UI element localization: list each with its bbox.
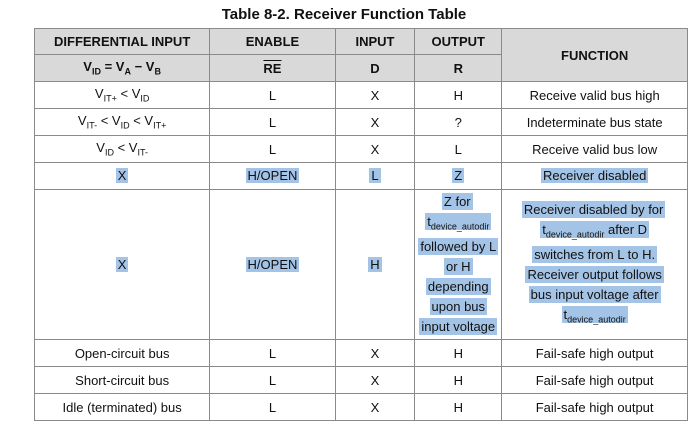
table-row: Idle (terminated) bus L X H Fail-safe hi…: [33, 393, 688, 421]
receiver-function-table: DIFFERENTIAL INPUT ENABLE INPUT OUTPUT F…: [33, 28, 688, 421]
output-cell: ?: [414, 108, 503, 136]
header-r: R: [414, 54, 503, 82]
enable-cell: L: [209, 366, 336, 394]
output-cell: H: [414, 339, 503, 367]
enable-cell: H/OPEN: [209, 189, 336, 340]
enable-cell: L: [209, 108, 336, 136]
diff-cell: X: [33, 162, 211, 190]
function-cell: Receiver disabled: [501, 162, 688, 190]
function-cell: Receive valid bus high: [501, 81, 688, 109]
diff-cell: Open-circuit bus: [33, 339, 211, 367]
diff-cell: VID < VIT-: [33, 135, 211, 163]
table-row: X H/OPEN L Z Receiver disabled: [33, 162, 688, 190]
diff-cell: X: [33, 189, 211, 340]
diff-cell: Idle (terminated) bus: [33, 393, 211, 421]
enable-cell: L: [209, 393, 336, 421]
input-cell: X: [334, 366, 416, 394]
enable-cell: L: [209, 81, 336, 109]
table-row: Short-circuit bus L X H Fail-safe high o…: [33, 366, 688, 394]
enable-cell: L: [209, 339, 336, 367]
header-input: INPUT: [334, 28, 416, 55]
output-cell: H: [414, 366, 503, 394]
header-d: D: [334, 54, 416, 82]
table-row: X H/OPEN H Z for tdevice_autodir followe…: [33, 189, 688, 340]
function-cell: Receive valid bus low: [501, 135, 688, 163]
diff-cell: Short-circuit bus: [33, 366, 211, 394]
input-cell: X: [334, 108, 416, 136]
input-cell: X: [334, 393, 416, 421]
header-output: OUTPUT: [414, 28, 503, 55]
output-cell: Z for tdevice_autodir followed by L or H…: [414, 189, 503, 340]
header-enable: ENABLE: [209, 28, 336, 55]
output-cell: Z: [414, 162, 503, 190]
function-cell: Receiver disabled by for tdevice_autodir…: [501, 189, 688, 340]
input-cell: X: [334, 81, 416, 109]
function-cell: Fail-safe high output: [501, 366, 688, 394]
output-cell: H: [414, 81, 503, 109]
enable-cell: H/OPEN: [209, 162, 336, 190]
input-cell: X: [334, 135, 416, 163]
header-function: FUNCTION: [501, 28, 688, 82]
input-cell: L: [334, 162, 416, 190]
diff-cell: VIT+ < VID: [33, 81, 211, 109]
header-differential-input: DIFFERENTIAL INPUT: [33, 28, 211, 55]
table-row: VID < VIT- L X L Receive valid bus low: [33, 135, 688, 163]
output-cell: H: [414, 393, 503, 421]
input-cell: X: [334, 339, 416, 367]
table-title: Table 8-2. Receiver Function Table: [221, 6, 467, 23]
function-cell: Fail-safe high output: [501, 339, 688, 367]
function-cell: Indeterminate bus state: [501, 108, 688, 136]
header-vid-formula: VID = VA − VB: [33, 54, 211, 82]
table-row: Open-circuit bus L X H Fail-safe high ou…: [33, 339, 688, 367]
enable-cell: L: [209, 135, 336, 163]
table-row: VIT+ < VID L X H Receive valid bus high: [33, 81, 688, 109]
input-cell: H: [334, 189, 416, 340]
function-cell: Fail-safe high output: [501, 393, 688, 421]
diff-cell: VIT- < VID < VIT+: [33, 108, 211, 136]
header-re: RE: [209, 54, 336, 82]
output-cell: L: [414, 135, 503, 163]
table-row: VIT- < VID < VIT+ L X ? Indeterminate bu…: [33, 108, 688, 136]
